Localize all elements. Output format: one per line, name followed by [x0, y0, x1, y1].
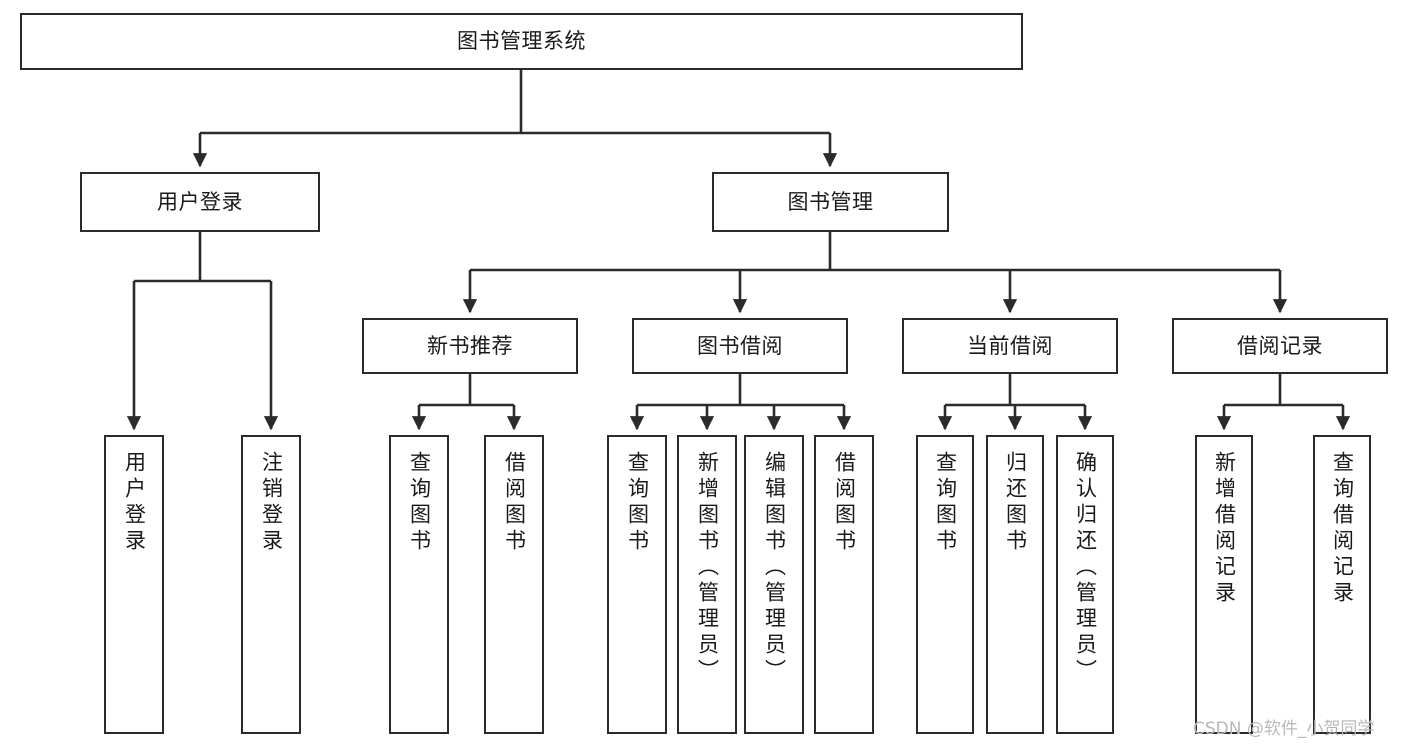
- node-label: 确认归还（管理员）: [1073, 451, 1098, 685]
- node-label: 归还图书: [1003, 451, 1028, 555]
- node-label: 用户登录: [122, 451, 147, 555]
- node-leaf-query-book-2[interactable]: 查询图书: [607, 435, 667, 734]
- node-label: 查询图书: [625, 451, 650, 555]
- node-label: 图书借阅: [697, 333, 783, 358]
- node-label: 借阅记录: [1237, 333, 1323, 358]
- node-label: 新书推荐: [427, 333, 513, 358]
- node-new-book-recommend[interactable]: 新书推荐: [362, 318, 578, 374]
- node-label: 新增图书（管理员）: [695, 451, 720, 685]
- node-label: 编辑图书（管理员）: [762, 451, 787, 685]
- node-leaf-add-borrow-record[interactable]: 新增借阅记录: [1195, 435, 1253, 734]
- node-label: 查询图书: [933, 451, 958, 555]
- node-book-borrow[interactable]: 图书借阅: [632, 318, 848, 374]
- node-label: 查询借阅记录: [1330, 451, 1355, 607]
- node-leaf-user-logout[interactable]: 注销登录: [241, 435, 301, 734]
- node-leaf-borrow-book-1[interactable]: 借阅图书: [484, 435, 544, 734]
- node-label: 新增借阅记录: [1212, 451, 1237, 607]
- node-leaf-edit-book-admin[interactable]: 编辑图书（管理员）: [744, 435, 804, 734]
- node-label: 用户登录: [157, 189, 243, 214]
- node-book-management-system[interactable]: 图书管理系统: [20, 13, 1023, 70]
- node-leaf-query-book-1[interactable]: 查询图书: [389, 435, 449, 734]
- node-label: 查询图书: [407, 451, 432, 555]
- node-user-login[interactable]: 用户登录: [80, 172, 320, 232]
- node-label: 图书管理: [787, 189, 874, 214]
- node-borrow-record[interactable]: 借阅记录: [1172, 318, 1388, 374]
- node-leaf-query-book-3[interactable]: 查询图书: [916, 435, 974, 734]
- node-label: 注销登录: [259, 451, 284, 555]
- node-leaf-user-login[interactable]: 用户登录: [104, 435, 164, 734]
- node-label: 图书管理系统: [457, 29, 586, 54]
- node-label: 借阅图书: [832, 451, 857, 555]
- node-leaf-add-book-admin[interactable]: 新增图书（管理员）: [677, 435, 737, 734]
- node-label: 借阅图书: [502, 451, 527, 555]
- node-leaf-query-borrow-record[interactable]: 查询借阅记录: [1313, 435, 1371, 734]
- node-leaf-borrow-book-2[interactable]: 借阅图书: [814, 435, 874, 734]
- csdn-watermark: CSDN @软件_小贺同学: [1193, 719, 1375, 739]
- node-book-management[interactable]: 图书管理: [712, 172, 949, 232]
- node-current-borrow[interactable]: 当前借阅: [902, 318, 1118, 374]
- node-label: 当前借阅: [967, 333, 1053, 358]
- node-leaf-confirm-return-admin[interactable]: 确认归还（管理员）: [1056, 435, 1114, 734]
- node-leaf-return-book[interactable]: 归还图书: [986, 435, 1044, 734]
